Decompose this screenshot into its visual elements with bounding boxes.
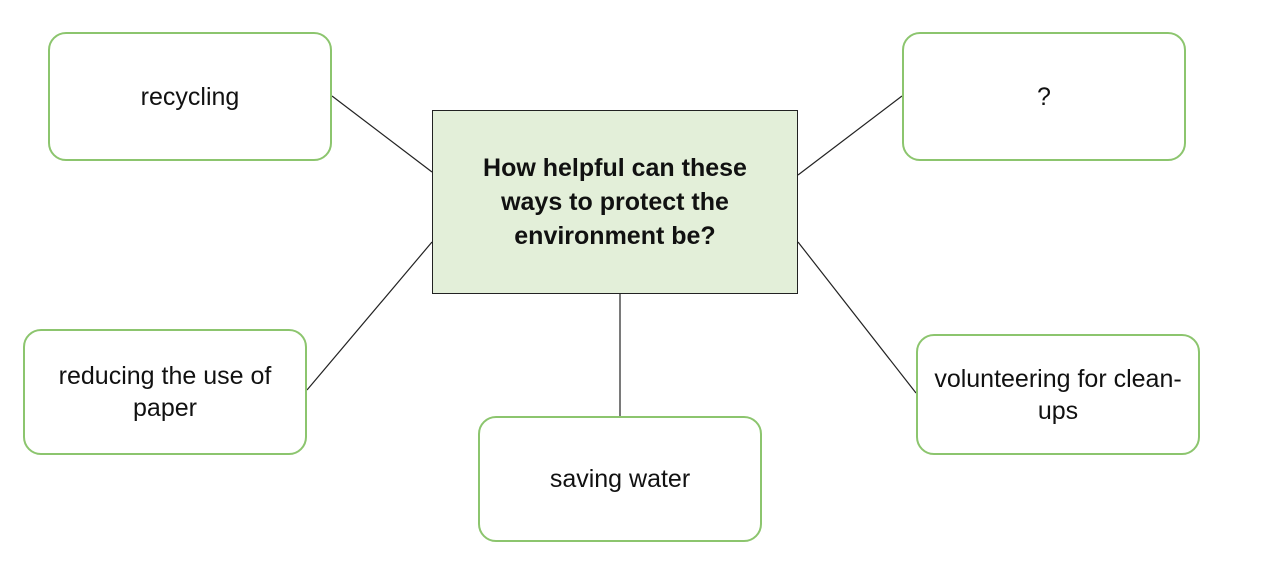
connector-unknown bbox=[797, 95, 903, 176]
central-question-text: How helpful can these ways to protect th… bbox=[483, 154, 747, 250]
central-question-box: How helpful can these ways to protect th… bbox=[432, 110, 798, 294]
connector-recycling bbox=[331, 95, 433, 173]
node-unknown: ? bbox=[902, 32, 1186, 161]
node-reducing-paper: reducing the use of paper bbox=[23, 329, 307, 455]
node-volunteering-cleanups-label: volunteering for clean-ups bbox=[934, 364, 1182, 425]
connector-paper bbox=[306, 241, 433, 391]
node-saving-water: saving water bbox=[478, 416, 762, 542]
connector-cleanups bbox=[797, 241, 917, 394]
node-recycling: recycling bbox=[48, 32, 332, 161]
node-saving-water-label: saving water bbox=[549, 465, 691, 493]
node-recycling-label: recycling bbox=[140, 82, 240, 111]
node-volunteering-cleanups: volunteering for clean-ups bbox=[916, 334, 1200, 455]
node-reducing-paper-label: reducing the use of paper bbox=[58, 362, 272, 422]
node-unknown-label: ? bbox=[1037, 82, 1051, 111]
